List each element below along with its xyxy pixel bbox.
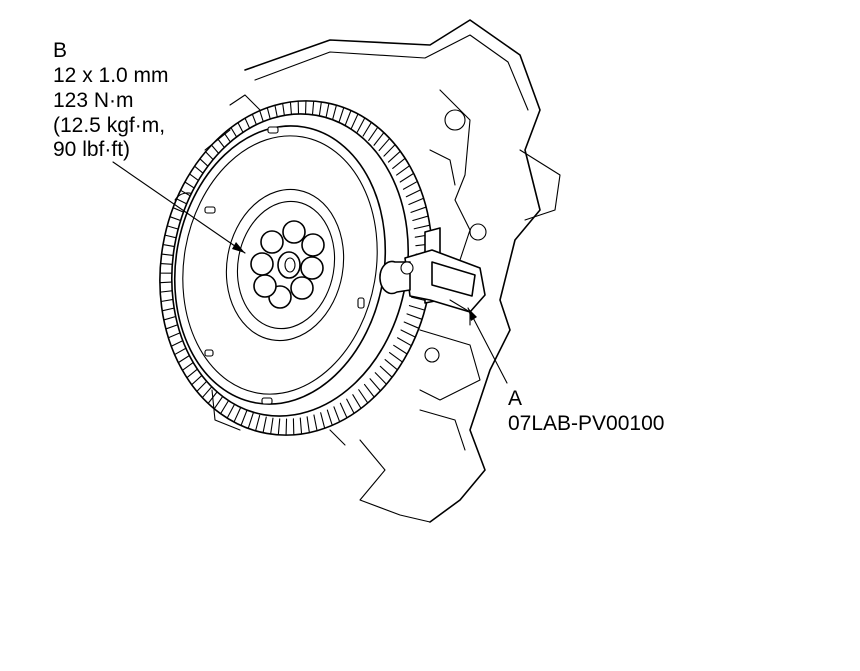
callout-b-letter: B [53, 39, 67, 63]
gear-tooth [369, 127, 378, 140]
gear-tooth [364, 384, 374, 397]
gear-tooth [414, 225, 430, 229]
gear-tooth [227, 404, 235, 418]
gear-tooth [400, 173, 413, 182]
gear-tooth [390, 353, 403, 362]
gear-tooth [307, 417, 309, 433]
gear-tooth [403, 181, 417, 189]
callout-b-torque-kgfm: (12.5 kgf·m, [53, 114, 165, 138]
gear-tooth [234, 408, 241, 423]
gear-tooth [385, 360, 397, 370]
gear-tooth [394, 345, 407, 354]
gear-tooth [370, 379, 380, 391]
gear-tooth [409, 198, 424, 204]
gear-tooth [357, 118, 365, 132]
gear-tooth [214, 396, 223, 409]
gear-tooth [380, 366, 392, 377]
callout-b-torque-nm: 123 N·m [53, 89, 134, 113]
gear-tooth [314, 415, 317, 431]
gear-tooth [327, 410, 332, 425]
gear-tooth [334, 407, 340, 422]
gear-tooth [286, 419, 287, 435]
gear-tooth [388, 151, 400, 162]
callout-a-part-number: 07LAB-PV00100 [508, 412, 664, 436]
gear-tooth [321, 413, 325, 428]
callout-b-torque-lbfft: 90 lbf·ft) [53, 138, 130, 162]
gear-tooth [398, 338, 412, 346]
gear-tooth [256, 415, 260, 430]
gear-tooth [339, 108, 344, 123]
gear-tooth [404, 322, 419, 328]
gear-tooth [241, 411, 247, 426]
gear-tooth [326, 103, 329, 119]
gear-tooth [332, 105, 336, 120]
gear-tooth [345, 111, 351, 126]
gear-tooth [351, 114, 358, 129]
gear-tooth [401, 330, 415, 337]
gear-tooth [340, 403, 347, 418]
gear-tooth [406, 190, 420, 197]
gear-tooth [359, 390, 368, 403]
gear-tooth [248, 413, 253, 428]
gear-tooth [300, 418, 301, 434]
gear-tooth [379, 138, 390, 150]
gear-tooth [397, 166, 410, 175]
callout-b-thread-size: 12 x 1.0 mm [53, 64, 169, 88]
gear-tooth [363, 122, 371, 136]
gear-tooth [374, 133, 384, 146]
gear-tooth [375, 373, 386, 385]
gear-tooth [221, 400, 229, 414]
gear-tooth [263, 417, 266, 433]
gear-tooth [413, 216, 428, 220]
gear-tooth [393, 158, 405, 168]
gear-tooth [347, 399, 354, 413]
gear-tooth [353, 395, 361, 409]
callout-a-letter: A [508, 387, 522, 411]
gear-tooth [407, 314, 422, 319]
gear-tooth [278, 419, 279, 435]
gear-tooth [384, 145, 395, 156]
gear-tooth [411, 207, 426, 212]
gear-tooth [271, 418, 273, 434]
gear-tooth [409, 306, 424, 311]
